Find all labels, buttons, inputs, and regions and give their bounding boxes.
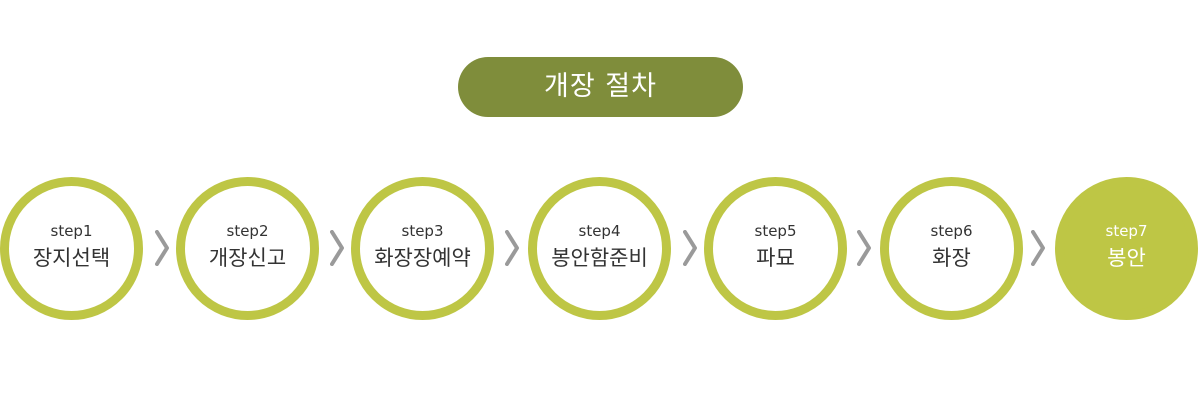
chevron-right-icon bbox=[1031, 230, 1045, 266]
step-1-number: step1 bbox=[50, 221, 93, 240]
step-4-circle: step4 봉안함준비 bbox=[528, 177, 671, 320]
step-2-number: step2 bbox=[226, 221, 269, 240]
step-2-label: 개장신고 bbox=[208, 245, 287, 270]
step-4-number: step4 bbox=[578, 221, 621, 240]
step-3-label: 화장장예약 bbox=[374, 245, 471, 270]
step-2-circle: step2 개장신고 bbox=[176, 177, 319, 320]
step-6-label: 화장 bbox=[932, 245, 971, 270]
chevron-right-icon bbox=[330, 230, 344, 266]
chevron-right-icon bbox=[857, 230, 871, 266]
step-6-circle: step6 화장 bbox=[880, 177, 1023, 320]
step-3-number: step3 bbox=[401, 221, 444, 240]
step-5-circle: step5 파묘 bbox=[704, 177, 847, 320]
step-7-number: step7 bbox=[1105, 221, 1148, 240]
process-title: 개장 절차 bbox=[458, 57, 743, 117]
chevron-right-icon bbox=[683, 230, 697, 266]
chevron-right-icon bbox=[155, 230, 169, 266]
step-7-label: 봉안 bbox=[1107, 245, 1146, 270]
step-3-circle: step3 화장장예약 bbox=[351, 177, 494, 320]
step-5-label: 파묘 bbox=[756, 245, 795, 270]
step-6-number: step6 bbox=[930, 221, 973, 240]
step-5-number: step5 bbox=[754, 221, 797, 240]
step-7-circle: step7 봉안 bbox=[1055, 177, 1198, 320]
step-1-circle: step1 장지선택 bbox=[0, 177, 143, 320]
step-1-label: 장지선택 bbox=[32, 245, 111, 270]
chevron-right-icon bbox=[505, 230, 519, 266]
step-4-label: 봉안함준비 bbox=[551, 245, 648, 270]
